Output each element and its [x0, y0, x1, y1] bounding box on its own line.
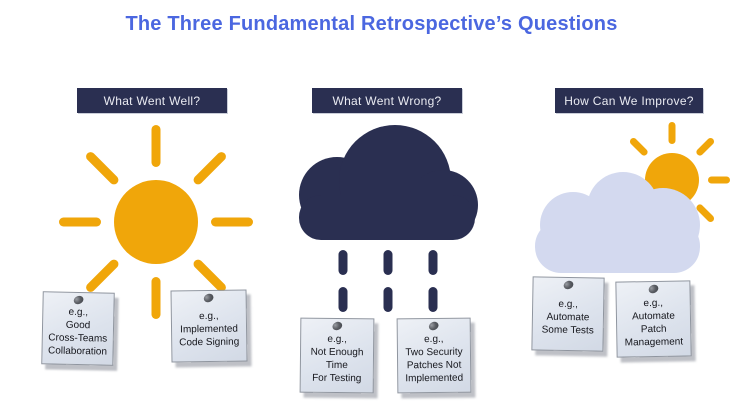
sun-icon — [59, 125, 253, 319]
section-header-improve: How Can We Improve? — [555, 88, 703, 113]
section-header-label: What Went Well? — [103, 93, 201, 108]
note-line: Not Enough — [310, 346, 364, 359]
note-line: Management — [624, 335, 684, 349]
section-header-label: What Went Wrong? — [332, 93, 442, 108]
pin-icon — [331, 320, 344, 332]
pin-icon — [427, 320, 440, 332]
pin-icon — [646, 283, 660, 295]
note-line: Implemented — [180, 323, 239, 336]
note-line: Some Tests — [541, 324, 594, 337]
sticky-note: e.g., Good Cross-Teams Collaboration — [41, 291, 115, 366]
pin-icon — [202, 292, 215, 304]
note-line: Automate — [631, 310, 675, 322]
note-line: e.g., — [68, 306, 89, 319]
note-line: e.g., — [199, 310, 219, 323]
sun-behind-cloud-icon — [535, 122, 730, 273]
note-line: Automate — [546, 311, 590, 324]
section-header-went-well: What Went Well? — [77, 88, 227, 113]
section-header-went-wrong: What Went Wrong? — [312, 88, 462, 113]
note-line: For Testing — [312, 372, 362, 385]
note-line: e.g., — [643, 297, 664, 309]
note-line: Implemented — [405, 372, 464, 385]
rain-cloud-icon — [299, 125, 478, 312]
note-line: Good — [65, 319, 91, 332]
note-line: Time — [325, 359, 348, 372]
pin-icon — [562, 279, 575, 291]
note-line: Two Security — [405, 346, 463, 359]
pin-icon — [72, 294, 85, 306]
sticky-note: e.g., Automate Patch Management — [615, 280, 692, 358]
sticky-note: e.g., Not Enough Time For Testing — [299, 317, 375, 394]
sticky-note: e.g., Two Security Patches Not Implement… — [396, 317, 472, 394]
note-line: Patches Not — [406, 359, 462, 372]
sticky-note: e.g., Implemented Code Signing — [170, 289, 248, 363]
sticky-note: e.g., Automate Some Tests — [531, 276, 605, 352]
note-line: Code Signing — [179, 336, 240, 349]
note-line: Collaboration — [47, 345, 108, 358]
page-title: The Three Fundamental Retrospective’s Qu… — [125, 13, 618, 35]
note-line: Cross-Teams — [48, 332, 108, 345]
note-line: e.g., — [558, 298, 578, 311]
note-line: e.g., — [424, 333, 444, 346]
note-line: Patch — [640, 323, 667, 335]
section-header-label: How Can We Improve? — [564, 93, 694, 108]
note-line: e.g., — [327, 333, 347, 346]
